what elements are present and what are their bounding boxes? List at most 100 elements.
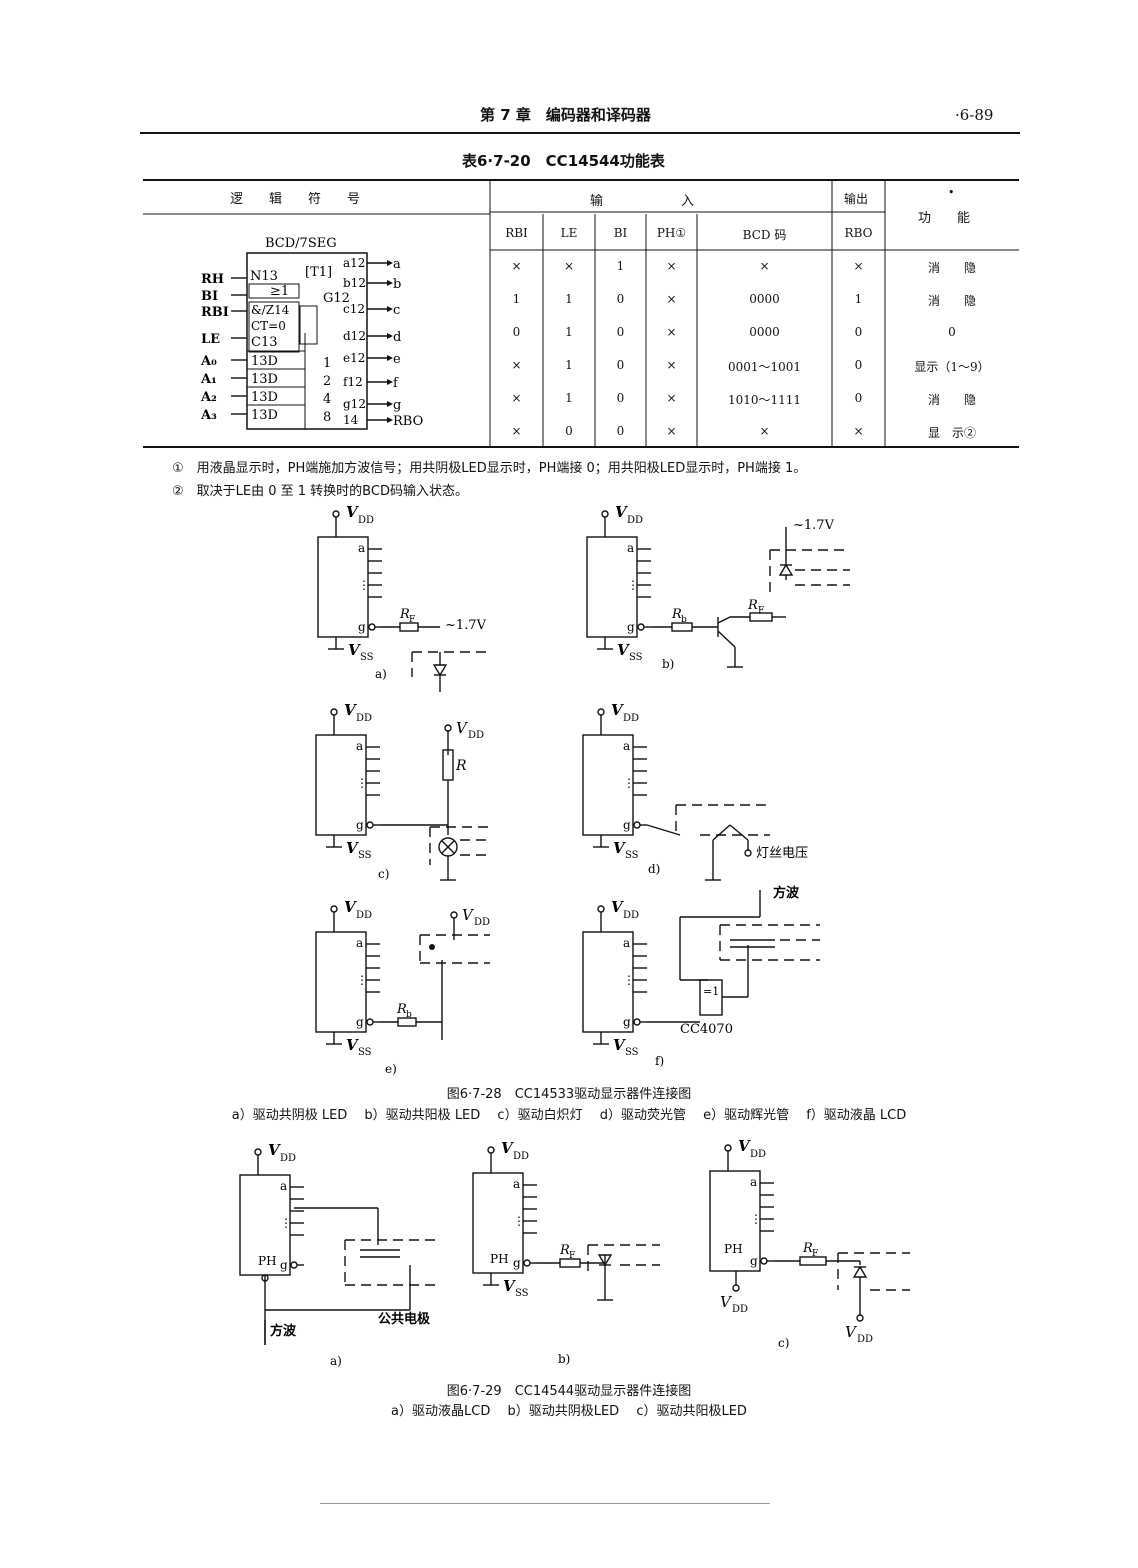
logic-symbol: BCD/7SEG N13 ≥1 &/Z14 CT=0 C13 13D 13D 1… xyxy=(200,236,423,430)
arrow xyxy=(387,401,393,407)
vss-label: V xyxy=(503,1277,516,1295)
table-cell: 0000 xyxy=(749,325,780,339)
output-label: a xyxy=(393,257,401,272)
glow-dot xyxy=(429,944,435,950)
output-label: f xyxy=(393,376,399,391)
vdd-label: V xyxy=(344,701,357,719)
vss-sub: SS xyxy=(358,850,372,861)
fig28-subcaption: a）驱动共阴极 LED b）驱动共阳极 LED c）驱动白炽灯 d）驱动荧光管 … xyxy=(231,1108,907,1123)
w1: 1 xyxy=(323,356,331,371)
w4: 4 xyxy=(323,392,331,407)
g-terminal xyxy=(290,1261,298,1269)
vdd-terminal xyxy=(856,1314,864,1322)
arrow xyxy=(387,379,393,385)
pin-g: g xyxy=(513,1256,521,1270)
vdd-label: V xyxy=(346,503,359,521)
note-1: ① 用液晶显示时，PH端施加方波信号；用共阴极LED显示时，PH端接 0；用共阳… xyxy=(172,461,807,476)
diode xyxy=(852,1265,868,1278)
vdd-label: V xyxy=(344,898,357,916)
ph-terminal xyxy=(261,1274,269,1282)
pin-g: g xyxy=(627,620,635,634)
rf-sub: F xyxy=(758,606,764,616)
wire xyxy=(441,840,455,854)
logic-title: BCD/7SEG xyxy=(265,236,337,251)
vdd-label: V xyxy=(738,1137,751,1155)
table-cell: × xyxy=(666,391,677,405)
rf-sub: F xyxy=(569,1251,575,1261)
table-cell: 消 隐 xyxy=(927,294,976,308)
table-cell: 0 xyxy=(565,424,573,438)
square-label: 方波 xyxy=(270,1323,297,1339)
table-cell: × xyxy=(853,424,864,438)
header-rule xyxy=(140,132,1020,134)
rf-sub: F xyxy=(812,1249,818,1259)
input-label: RBI xyxy=(201,305,229,320)
arrow xyxy=(387,417,393,423)
rf-label: R xyxy=(399,607,410,622)
table-cell: × xyxy=(666,259,677,273)
vdd-sub: DD xyxy=(732,1304,748,1315)
vdd-label: V xyxy=(615,503,628,521)
col-ph: PH① xyxy=(656,226,687,240)
pin-g: g xyxy=(623,818,631,832)
pin-dots: ⋮ xyxy=(623,776,635,790)
table-cell: 1 xyxy=(565,292,573,306)
table-cell: 显示（1～9） xyxy=(914,360,990,374)
output-pin: g12 xyxy=(343,397,366,411)
input-label: A₁ xyxy=(200,372,217,387)
xor-label: =1 xyxy=(703,985,719,998)
pin-dots: ⋮ xyxy=(623,973,635,987)
vdd-label: V xyxy=(501,1139,514,1157)
vdd-sub: DD xyxy=(750,1149,766,1160)
vdd-terminal xyxy=(330,905,338,913)
pin-g: g xyxy=(280,1258,288,1272)
table-cell: × xyxy=(563,259,575,273)
table-cell: × xyxy=(759,424,770,438)
output-label: c xyxy=(393,303,400,318)
sym-or: ≥1 xyxy=(270,284,289,299)
filament-label: 灯丝电压 xyxy=(756,846,808,861)
vdd-label: V xyxy=(611,898,624,916)
vss-sub: SS xyxy=(515,1288,529,1299)
table-cell: 0000 xyxy=(749,292,780,306)
sym-n13: N13 xyxy=(250,269,278,284)
arrow xyxy=(387,355,393,361)
vdd-sub: DD xyxy=(623,910,639,921)
rf-label: R xyxy=(747,598,758,613)
pin-dots: ⋮ xyxy=(358,578,370,592)
sym-and: &/Z14 xyxy=(251,303,290,317)
output-label: g xyxy=(393,398,401,413)
rf-label: R xyxy=(559,1243,570,1258)
input-label: LE xyxy=(201,332,220,347)
diode xyxy=(778,563,794,576)
diode xyxy=(597,1254,613,1267)
wire xyxy=(712,824,731,841)
table-cell: × xyxy=(666,358,677,372)
col-bi: BI xyxy=(613,226,628,240)
arrow xyxy=(387,333,393,339)
sub-label-c: c) xyxy=(378,867,389,881)
output-label: e xyxy=(393,352,401,367)
table-cell: 1 xyxy=(565,358,573,372)
sym-d3: 13D xyxy=(251,408,278,423)
sub-label-b: b) xyxy=(662,657,674,671)
chip-body xyxy=(315,734,367,836)
chip-body xyxy=(315,931,367,1033)
chapter-header: 第 7 章 编码器和译码器 xyxy=(480,106,651,124)
rf-label: R xyxy=(802,1241,813,1256)
table-cell: 0 xyxy=(616,292,625,306)
table-cell: 1 xyxy=(616,259,625,273)
table-cell: 0001～1001 xyxy=(727,360,802,374)
arrow xyxy=(387,260,393,266)
output-pin: 14 xyxy=(343,413,359,427)
pin-a: a xyxy=(627,541,634,555)
header-symbol: 逻 辑 符 号 xyxy=(230,192,361,207)
pin-dots: ⋮ xyxy=(356,973,368,987)
vdd-sub: DD xyxy=(857,1334,873,1345)
rb-sub: b xyxy=(406,1010,412,1020)
page-number: ·6-89 xyxy=(955,106,994,124)
square-label: 方波 xyxy=(773,885,800,901)
vdd-sub: DD xyxy=(356,910,372,921)
pin-a: a xyxy=(358,541,365,555)
wire xyxy=(646,824,681,836)
